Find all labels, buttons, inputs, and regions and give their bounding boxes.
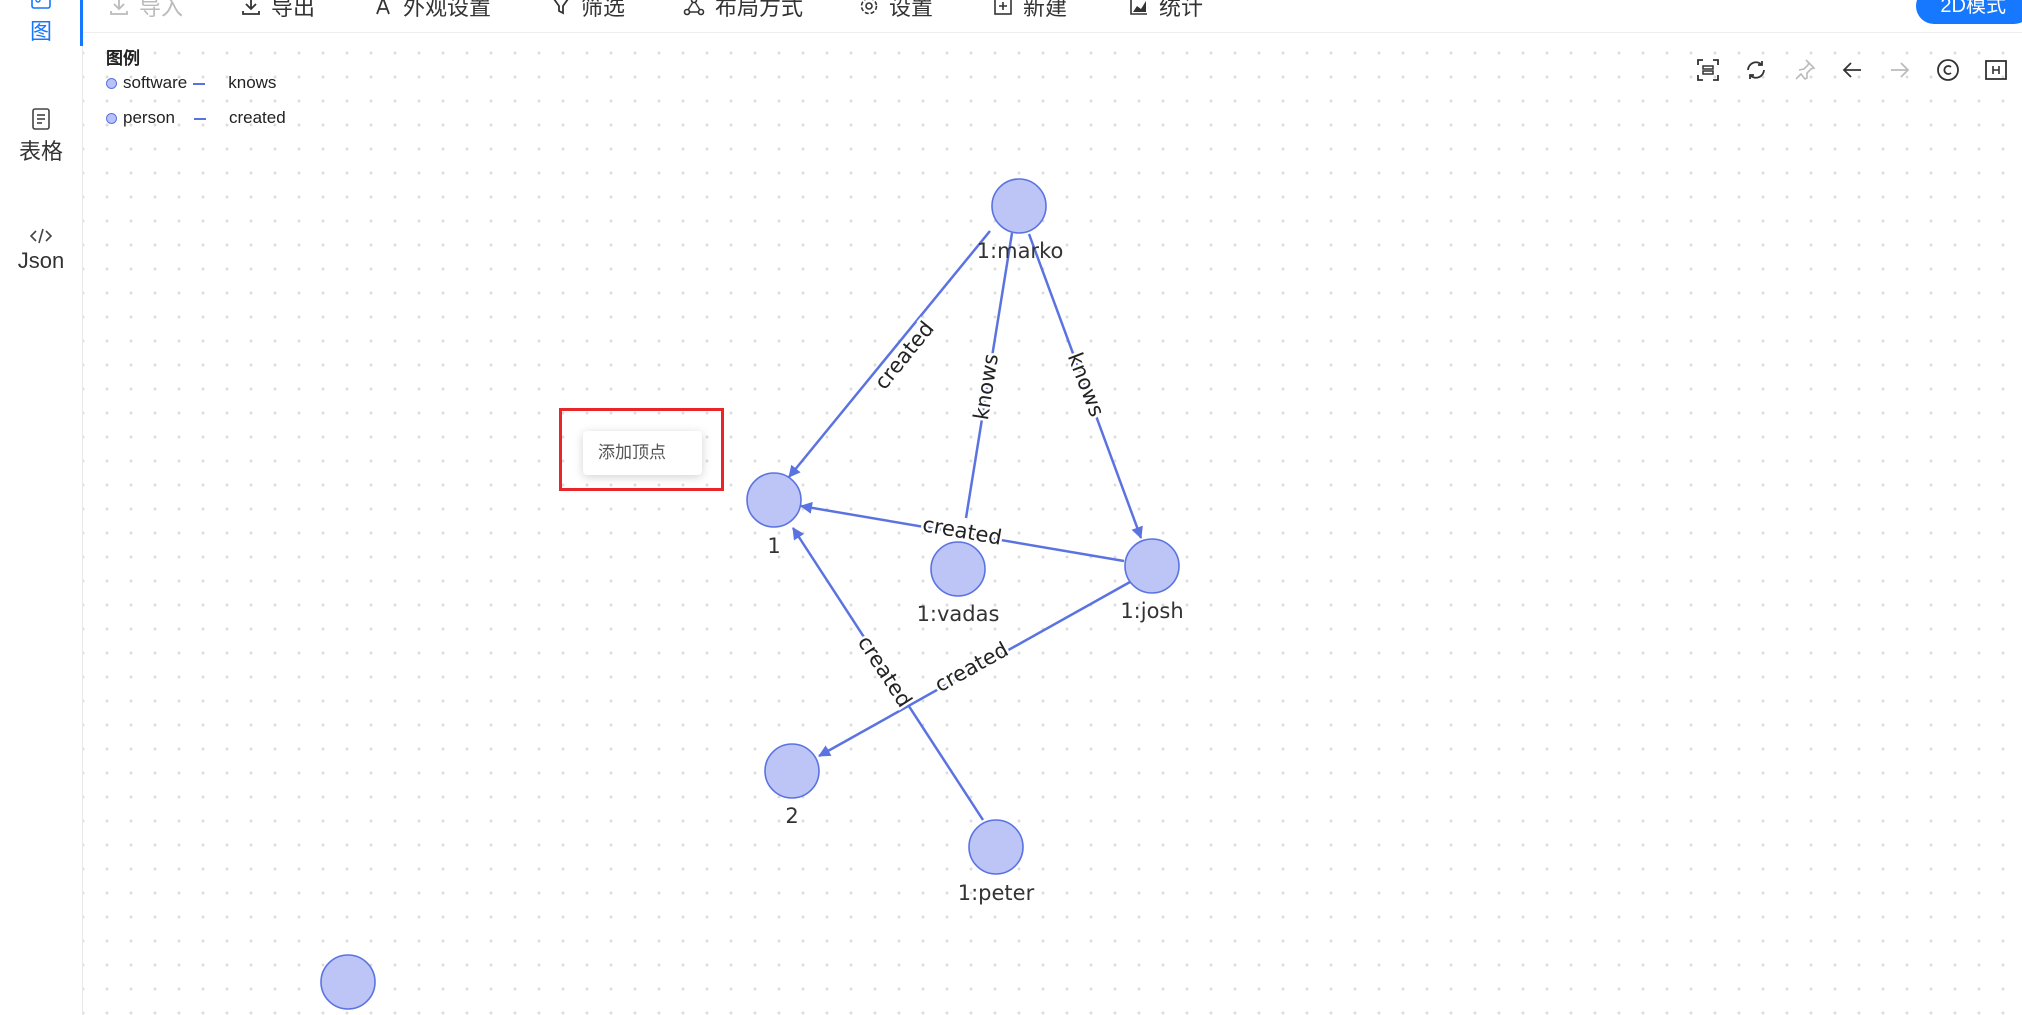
legend-title: 图例 — [106, 49, 140, 68]
graph-canvas[interactable] — [83, 33, 2022, 1015]
pin-button[interactable] — [1790, 56, 1818, 84]
export-label: 导出 — [271, 0, 316, 20]
left-sidebar: 图 表格 Json — [0, 0, 83, 1015]
settings-button[interactable]: 设置 — [859, 0, 933, 22]
redo-icon — [1891, 62, 1910, 78]
pin-icon — [1795, 59, 1816, 81]
redo-button[interactable] — [1886, 56, 1914, 84]
sidebar-item-label: 图 — [29, 19, 52, 44]
filter-icon — [553, 0, 569, 15]
fullscreen-icon — [1985, 60, 2007, 80]
active-indicator — [80, 0, 83, 46]
top-toolbar: 导入 导出 外观设置 筛选 布局方式 设置 新建 统计 2D模式 — [83, 0, 2022, 33]
undo-button[interactable] — [1838, 56, 1866, 84]
refresh-icon — [1747, 61, 1765, 79]
undo-icon — [1842, 62, 1861, 78]
fullscreen-button[interactable] — [1982, 56, 2010, 84]
export-icon — [242, 0, 260, 15]
appearance-label: 外观设置 — [403, 0, 492, 20]
sidebar-item-graph[interactable]: 图 — [0, 0, 82, 46]
layout-button[interactable]: 布局方式 — [683, 0, 803, 22]
legend-row: software knows — [106, 73, 276, 93]
sidebar-item-label: 表格 — [18, 139, 63, 164]
legend-edge-label: knows — [228, 73, 277, 92]
mode-toggle-button[interactable]: 2D模式 — [1916, 0, 2022, 24]
settings-label: 设置 — [889, 0, 934, 20]
sidebar-item-table[interactable]: 表格 — [0, 108, 82, 166]
import-icon — [110, 0, 128, 15]
filter-label: 筛选 — [581, 0, 626, 20]
copyright-icon — [1937, 59, 1959, 81]
context-menu: 添加顶点 — [583, 431, 702, 475]
table-icon — [32, 108, 50, 130]
legend-row: person created — [106, 108, 286, 128]
new-button[interactable]: 新建 — [993, 0, 1067, 22]
import-label: 导入 — [139, 0, 184, 20]
context-menu-highlight — [559, 408, 724, 491]
graph-icon — [31, 0, 51, 9]
legend-edge-label: created — [228, 108, 286, 127]
new-label: 新建 — [1023, 0, 1068, 20]
sidebar-item-label: Json — [17, 248, 65, 273]
area-chart-icon — [1130, 0, 1147, 15]
legend-vertex-label: software — [123, 73, 188, 92]
code-icon — [30, 228, 52, 244]
add-box-icon — [994, 0, 1012, 15]
copyright-button[interactable] — [1934, 56, 1962, 84]
sidebar-item-json[interactable]: Json — [0, 228, 82, 274]
appearance-button[interactable]: 外观设置 — [373, 0, 491, 22]
legend-edge-line — [193, 117, 206, 120]
fit-view-icon — [1697, 59, 1719, 81]
layout-icon — [683, 0, 705, 16]
gear-icon — [860, 0, 878, 15]
filter-button[interactable]: 筛选 — [551, 0, 625, 22]
legend-vertex-dot — [106, 78, 117, 90]
fit-view-button[interactable] — [1694, 56, 1722, 84]
add-vertex-menu-item[interactable]: 添加顶点 — [598, 443, 666, 462]
stats-button[interactable]: 统计 — [1129, 0, 1203, 22]
legend-edge-line — [193, 82, 206, 85]
appearance-icon — [376, 0, 390, 15]
legend-vertex-dot — [106, 113, 117, 125]
import-button[interactable]: 导入 — [109, 0, 183, 22]
layout-label: 布局方式 — [715, 0, 804, 20]
stats-label: 统计 — [1159, 0, 1204, 20]
legend-vertex-label: person — [123, 108, 175, 127]
refresh-button[interactable] — [1742, 56, 1770, 84]
graph-tools — [1694, 56, 2010, 84]
export-button[interactable]: 导出 — [241, 0, 315, 22]
